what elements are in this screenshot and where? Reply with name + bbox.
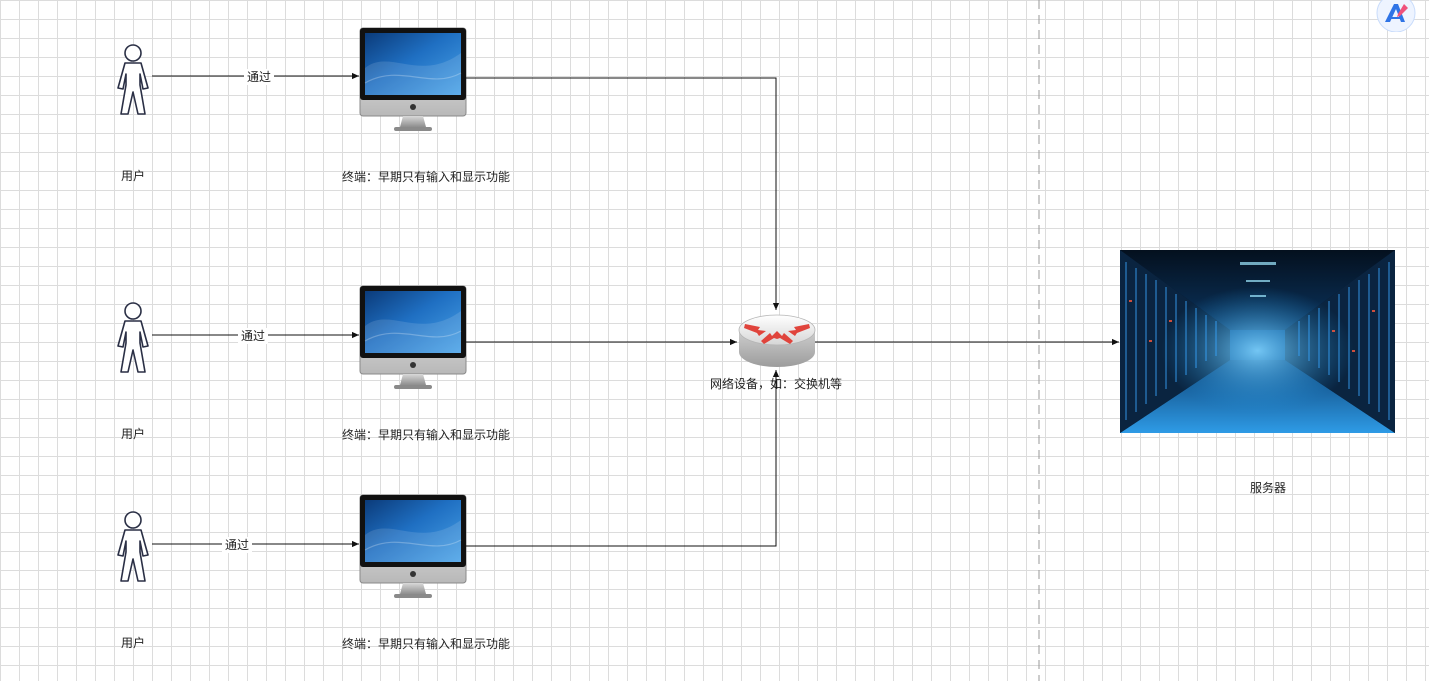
edge-label-3: 通过 <box>225 538 249 552</box>
terminal-2-label: 终端：早期只有输入和显示功能 <box>342 427 510 442</box>
user-row-2: 通过 用户 终端：早期只有输入和显示功能 <box>117 285 510 442</box>
edge-terminal1-router[interactable] <box>466 77 780 310</box>
terminal-2-icon[interactable] <box>359 285 467 390</box>
edge-label-2: 通过 <box>241 329 265 343</box>
terminal-1-label: 终端：早期只有输入和显示功能 <box>342 169 510 184</box>
server-label: 服务器 <box>1250 480 1286 495</box>
user-3-label: 用户 <box>121 635 145 650</box>
server-rack-lights-right <box>1298 262 1390 420</box>
terminal-3-icon[interactable] <box>359 494 467 599</box>
app-logo-icon[interactable] <box>1375 0 1417 32</box>
network-device-label: 网络设备，如：交换机等 <box>710 376 842 391</box>
user-row-1: 通过 用户 终端：早期只有输入和显示功能 <box>117 27 510 184</box>
user-1-icon[interactable] <box>117 44 149 115</box>
user-1-label: 用户 <box>121 168 145 183</box>
edge-terminal3-router[interactable] <box>466 370 780 547</box>
server-rack-lights-left <box>1125 262 1217 420</box>
user-2-icon[interactable] <box>117 302 149 373</box>
terminal-3-label: 终端：早期只有输入和显示功能 <box>342 636 510 651</box>
router-icon[interactable] <box>738 314 816 367</box>
user-row-3: 通过 用户 终端：早期只有输入和显示功能 <box>117 494 510 651</box>
edge-label-1: 通过 <box>247 70 271 84</box>
user-2-label: 用户 <box>121 426 145 441</box>
user-3-icon[interactable] <box>117 511 149 582</box>
server-room-image[interactable] <box>1120 250 1395 433</box>
terminal-1-icon[interactable] <box>359 27 467 132</box>
